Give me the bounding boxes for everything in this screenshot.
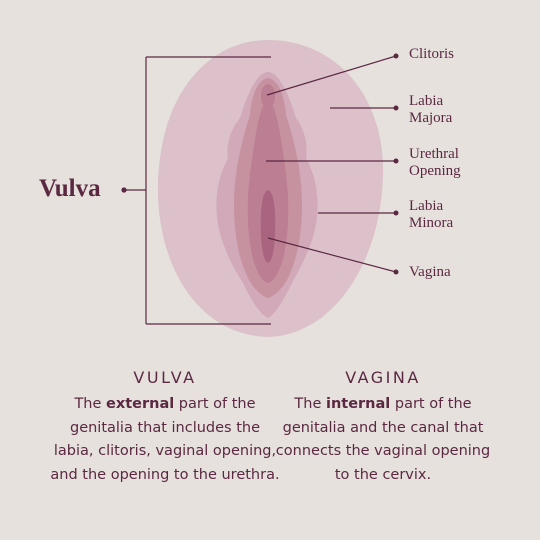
- urethral-opening-shape: [262, 154, 272, 166]
- vulva-definition: VULVA The external part of the genitalia…: [50, 368, 280, 487]
- vulva-desc-after: part of the genitalia that includes the …: [50, 396, 280, 483]
- labia-minora-label: Labia Minora: [409, 198, 453, 232]
- vagina-desc-after: part of the genitalia and the canal that…: [275, 396, 491, 483]
- labia-majora-label-line1: Labia: [409, 93, 444, 109]
- labia-minora-label-line1: Labia: [409, 198, 444, 214]
- clitoris-leader-dot: [393, 53, 399, 59]
- vagina-label: Vagina: [409, 264, 451, 280]
- urethral-opening-label-line2: Opening: [409, 163, 461, 179]
- vagina-leader-dot: [393, 269, 399, 275]
- clitoris-leader: [266, 55, 397, 96]
- vulva-desc-before: The: [74, 396, 107, 412]
- vulva-main-label: Vulva: [39, 175, 101, 202]
- vagina-leader: [267, 237, 397, 273]
- vagina-definition: VAGINA The internal part of the genitali…: [268, 368, 498, 487]
- vagina-heading: VAGINA: [345, 368, 421, 387]
- labia-minora-label-line2: Minora: [409, 215, 454, 231]
- vulva-desc-emphasis: external: [106, 396, 175, 412]
- clitoris-label: Clitoris: [409, 46, 455, 62]
- vulva-heading: VULVA: [133, 368, 197, 387]
- vaginal-canal: [260, 190, 276, 263]
- labia-majora-leader-dot: [393, 105, 399, 111]
- vulva-pointer-dot: [121, 187, 127, 193]
- urethral-opening-label-line1: Urethral: [409, 146, 459, 162]
- vagina-description: The internal part of the genitalia and t…: [268, 393, 498, 487]
- urethral-opening-label: Urethral Opening: [409, 146, 461, 180]
- labia-minora-leader-dot: [393, 210, 399, 216]
- clitoris-shape: [261, 84, 275, 108]
- labia-majora-label: Labia Majora: [409, 93, 452, 127]
- vagina-desc-emphasis: internal: [325, 396, 391, 412]
- urethral-leader-dot: [393, 158, 399, 164]
- vulva-description: The external part of the genitalia that …: [50, 393, 280, 487]
- vagina-desc-before: The: [294, 396, 326, 412]
- labia-majora-label-line2: Majora: [409, 110, 453, 126]
